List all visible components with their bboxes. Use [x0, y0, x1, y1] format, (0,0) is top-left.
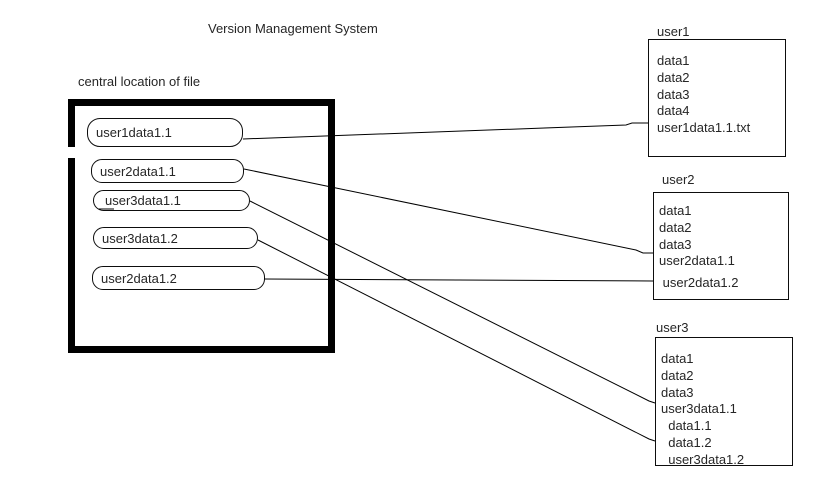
file-entry: user3data1.1: [661, 401, 737, 417]
file-entry: data1.1: [661, 418, 712, 434]
pill-label: user1data1.1: [96, 125, 172, 140]
file-entry: data3: [657, 86, 690, 102]
file-entry: user1data1.1.txt: [657, 120, 751, 136]
file-entry: data2: [661, 367, 694, 383]
file-entry: data1.2: [661, 434, 712, 450]
file-entry: data1: [659, 203, 692, 218]
pill-label: user3data1.2: [102, 230, 178, 246]
file-entry: data3: [659, 236, 692, 252]
central-location-label: central location of file: [78, 74, 201, 89]
file-entry: data1: [657, 53, 690, 68]
file-entry: data1: [661, 351, 694, 366]
file-entry: user2data1.2: [659, 275, 739, 291]
user1-label: user1: [657, 24, 690, 39]
pill-user3data1-2: user3data1.2: [93, 227, 258, 249]
file-entry: data2: [659, 219, 692, 235]
file-entry: data2: [657, 69, 690, 85]
file-entry: data4: [657, 103, 690, 119]
pill-user3data1-1: user3data1.1: [93, 190, 250, 211]
pill-user2data1-2: user2data1.2: [92, 266, 265, 290]
file-entry: user3data1.2: [661, 451, 745, 467]
file-entry: data3: [661, 384, 694, 400]
user2-label: user2: [662, 172, 695, 187]
pill-label: user2data1.1: [100, 163, 176, 179]
pill-user1data1-1: user1data1.1: [87, 118, 243, 147]
pill-label: user2data1.2: [101, 270, 177, 286]
file-entry: user2data1.1: [659, 253, 735, 269]
pill-label: user3data1.1: [105, 193, 181, 208]
pill-user2data1-1: user2data1.1: [91, 159, 244, 183]
central-box-border-gap: [68, 147, 75, 158]
user3-label: user3: [656, 320, 689, 335]
diagram-title: Version Management System: [208, 21, 378, 36]
